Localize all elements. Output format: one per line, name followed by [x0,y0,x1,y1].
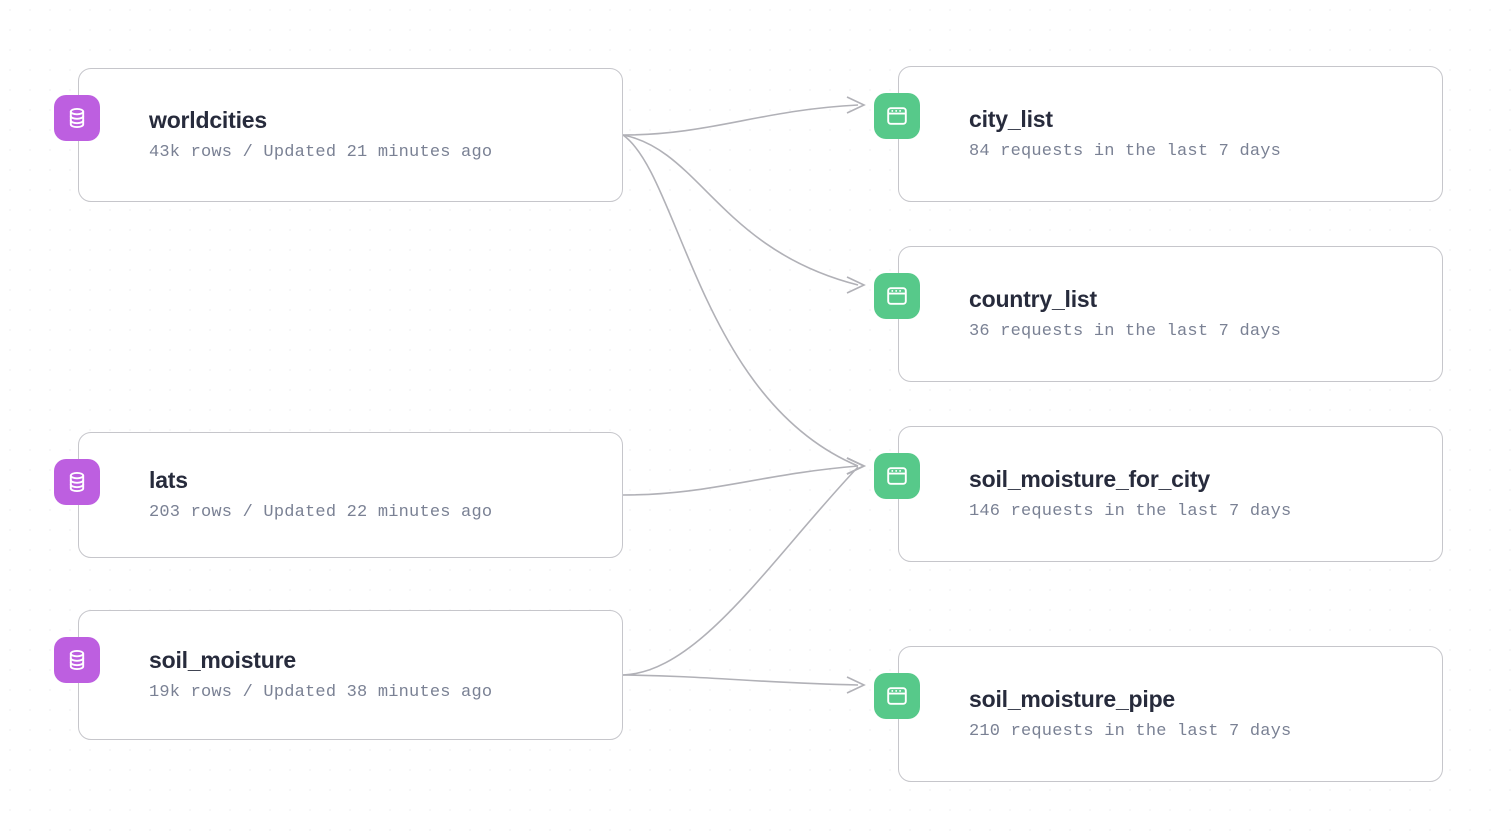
node-title: soil_moisture_for_city [969,465,1211,492]
node-soil-moisture-pipe[interactable]: soil_moisture_pipe 210 requests in the l… [874,646,1443,782]
node-subtitle: 36 requests in the last 7 days [969,322,1282,342]
database-icon [54,637,100,683]
node-city-list[interactable]: city_list 84 requests in the last 7 days [874,66,1443,202]
edge-soil_moisture-to-soil_moisture_pipe [622,674,866,694]
node-subtitle: 84 requests in the last 7 days [969,142,1282,162]
node-title: city_list [969,105,1053,132]
edge-soil_moisture-to-soil_moisture_for_city [622,457,866,676]
window-icon [874,673,920,719]
node-country-list[interactable]: country_list 36 requests in the last 7 d… [874,246,1443,382]
node-lats[interactable]: lats 203 rows / Updated 22 minutes ago [54,432,623,558]
node-title: soil_moisture [149,646,296,673]
node-subtitle: 146 requests in the last 7 days [969,502,1292,522]
node-subtitle: 203 rows / Updated 22 minutes ago [149,503,493,523]
node-subtitle: 19k rows / Updated 38 minutes ago [149,683,493,703]
edge-worldcities-to-soil_moisture_for_city [622,134,866,475]
edge-worldcities-to-country_list [622,134,866,294]
node-title: worldcities [149,106,267,133]
node-subtitle: 210 requests in the last 7 days [969,722,1292,742]
database-icon [54,95,100,141]
window-icon [874,273,920,319]
edge-lats-to-soil_moisture_for_city [622,457,866,496]
node-title: soil_moisture_pipe [969,685,1176,712]
node-worldcities[interactable]: worldcities 43k rows / Updated 21 minute… [54,68,623,202]
node-soil-moisture[interactable]: soil_moisture 19k rows / Updated 38 minu… [54,610,623,740]
window-icon [874,93,920,139]
database-icon [54,459,100,505]
edge-worldcities-to-city_list [622,96,866,136]
node-soil-moisture-for-city[interactable]: soil_moisture_for_city 146 requests in t… [874,426,1443,562]
node-title: lats [149,466,188,493]
window-icon [874,453,920,499]
node-subtitle: 43k rows / Updated 21 minutes ago [149,143,493,163]
node-title: country_list [969,285,1097,312]
